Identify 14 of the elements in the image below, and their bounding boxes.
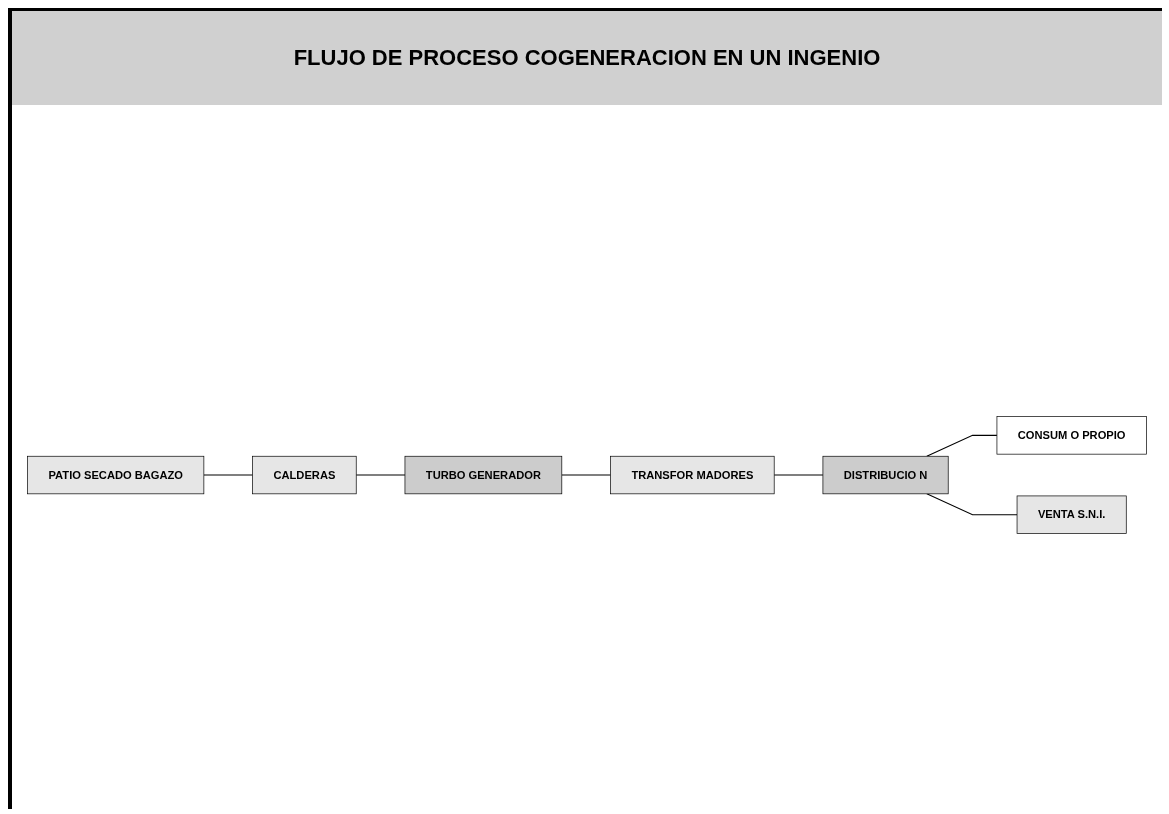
connector xyxy=(203,474,254,476)
node-box: CONSUM O PROPIO xyxy=(996,416,1147,455)
connector xyxy=(355,474,406,476)
node-box: TURBO GENERADOR xyxy=(404,455,563,495)
connector xyxy=(926,434,998,457)
title: FLUJO DE PROCESO COGENERACION EN UN INGENIO xyxy=(12,11,1162,105)
node-box: TRANSFOR MADORES xyxy=(610,455,775,495)
node-box: CALDERAS xyxy=(252,455,357,495)
node-box: PATIO SECADO BAGAZO xyxy=(27,455,205,495)
node-box: DISTRIBUCIO N xyxy=(822,455,949,495)
connector xyxy=(926,493,1018,516)
node-box: VENTA S.N.I. xyxy=(1016,495,1127,534)
connector xyxy=(773,474,824,476)
connector xyxy=(561,474,612,476)
